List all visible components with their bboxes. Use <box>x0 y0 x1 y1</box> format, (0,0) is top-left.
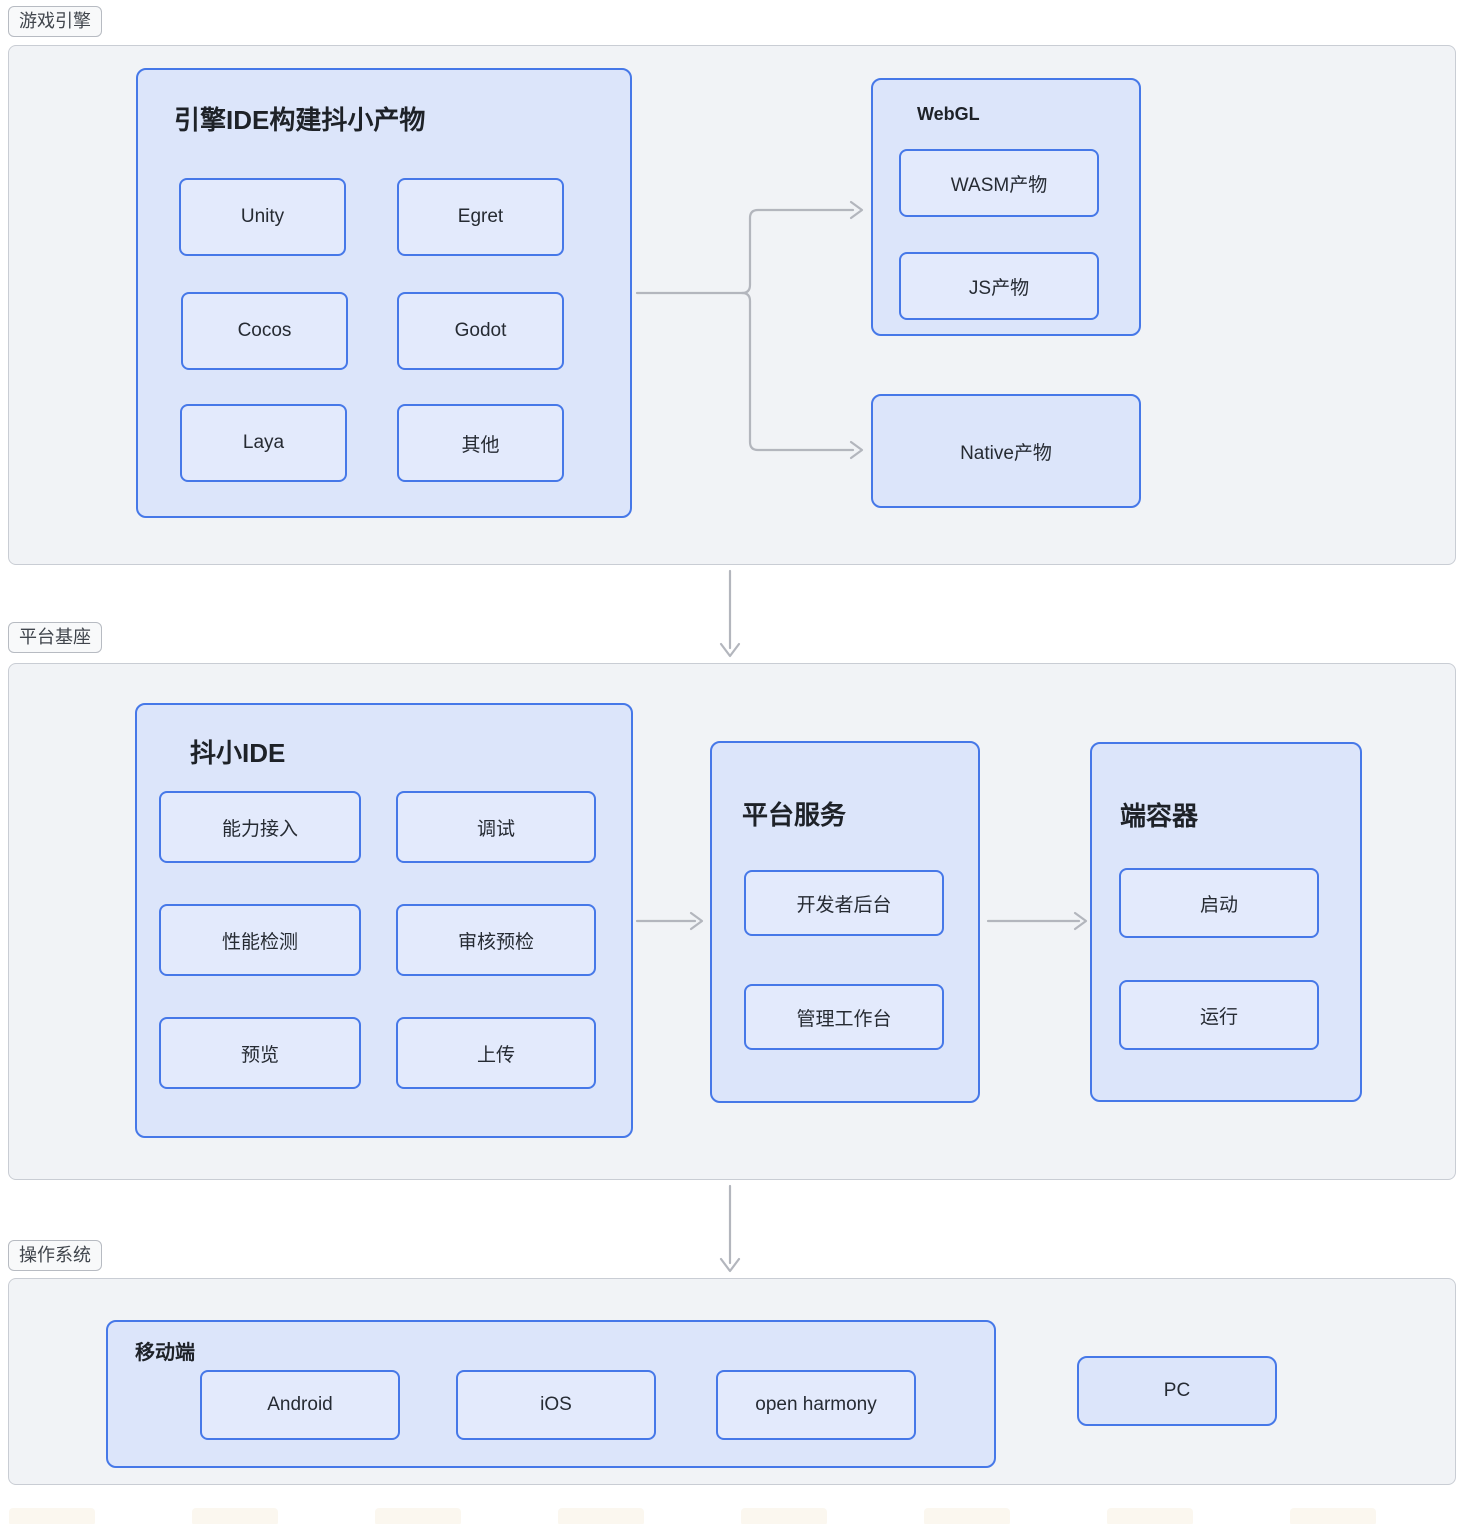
bottom-clipped-box <box>9 1508 95 1524</box>
ide-upload: 上传 <box>396 1017 596 1089</box>
bottom-clipped-box <box>1290 1508 1376 1524</box>
ide-title: 抖小IDE <box>190 738 286 768</box>
service-admin-workbench: 管理工作台 <box>744 984 944 1050</box>
section-label-platform-base: 平台基座 <box>8 622 102 653</box>
bottom-clipped-box <box>741 1508 827 1524</box>
ide-preview: 预览 <box>159 1017 361 1089</box>
engine-other: 其他 <box>397 404 564 482</box>
service-developer-console: 开发者后台 <box>744 870 944 936</box>
webgl-box: WebGL WASM产物 JS产物 <box>871 78 1141 336</box>
os-ios: iOS <box>456 1370 656 1440</box>
os-android: Android <box>200 1370 400 1440</box>
ide-precheck: 审核预检 <box>396 904 596 976</box>
ide-debug: 调试 <box>396 791 596 863</box>
webgl-js: JS产物 <box>899 252 1099 320</box>
native-product-box: Native产物 <box>871 394 1141 508</box>
mobile-title: 移动端 <box>135 1342 195 1364</box>
section-label-os: 操作系统 <box>8 1240 102 1271</box>
engine-laya: Laya <box>180 404 347 482</box>
section-label-game-engine: 游戏引擎 <box>8 6 102 37</box>
engine-godot: Godot <box>397 292 564 370</box>
arrowhead-down-1 <box>719 642 741 658</box>
arrowhead-down-2 <box>719 1257 741 1273</box>
container-run: 运行 <box>1119 980 1319 1050</box>
ide-box: 抖小IDE 能力接入 调试 性能检测 审核预检 预览 上传 <box>135 703 633 1138</box>
engine-unity: Unity <box>179 178 346 256</box>
client-container-box: 端容器 启动 运行 <box>1090 742 1362 1102</box>
bottom-clipped-box <box>1107 1508 1193 1524</box>
bottom-clipped-box <box>192 1508 278 1524</box>
mobile-box: 移动端 Android iOS open harmony <box>106 1320 996 1468</box>
engine-egret: Egret <box>397 178 564 256</box>
engine-build-title: 引擎IDE构建抖小产物 <box>174 105 426 135</box>
platform-service-box: 平台服务 开发者后台 管理工作台 <box>710 741 980 1103</box>
os-open-harmony: open harmony <box>716 1370 916 1440</box>
platform-service-title: 平台服务 <box>742 800 847 830</box>
ide-capability: 能力接入 <box>159 791 361 863</box>
webgl-wasm: WASM产物 <box>899 149 1099 217</box>
bottom-clipped-box <box>375 1508 461 1524</box>
bottom-clipped-box <box>558 1508 644 1524</box>
engine-build-box: 引擎IDE构建抖小产物 Unity Egret Cocos Godot Laya… <box>136 68 632 518</box>
engine-cocos: Cocos <box>181 292 348 370</box>
webgl-title: WebGL <box>917 104 980 124</box>
ide-performance: 性能检测 <box>159 904 361 976</box>
client-container-title: 端容器 <box>1120 801 1199 831</box>
bottom-clipped-box <box>924 1508 1010 1524</box>
os-pc-box: PC <box>1077 1356 1277 1426</box>
container-launch: 启动 <box>1119 868 1319 938</box>
